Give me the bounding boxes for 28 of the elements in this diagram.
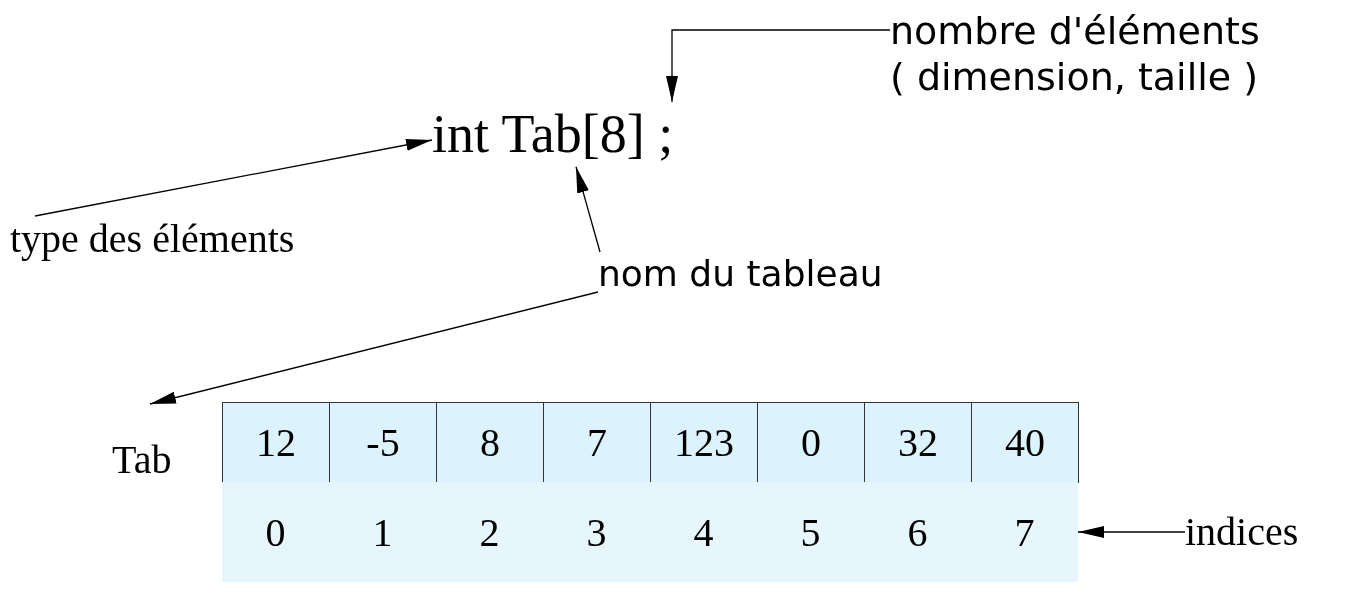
array-cell: 40 bbox=[971, 402, 1079, 483]
arrow bbox=[1077, 526, 1186, 538]
index-number: 5 bbox=[757, 507, 864, 557]
array-cell: 123 bbox=[650, 402, 758, 483]
array-name: Tab bbox=[112, 404, 172, 516]
index-number: 3 bbox=[543, 507, 650, 557]
code-declaration: int Tab[8] ; bbox=[432, 102, 674, 167]
arrow bbox=[666, 29, 891, 103]
array-cell: 12 bbox=[222, 402, 330, 483]
array-cell: 7 bbox=[543, 402, 651, 483]
index-band bbox=[222, 482, 1078, 582]
index-number: 6 bbox=[864, 507, 971, 557]
index-number: 0 bbox=[222, 507, 329, 557]
index-number: 4 bbox=[650, 507, 757, 557]
index-number: 1 bbox=[329, 507, 436, 557]
arrow bbox=[149, 291, 599, 405]
annotation-text: nom du tableau bbox=[598, 252, 883, 296]
annotation-text: indices bbox=[1185, 508, 1299, 556]
array-cell: 0 bbox=[757, 402, 865, 483]
arrow bbox=[575, 166, 601, 253]
index-number: 2 bbox=[436, 507, 543, 557]
arrow bbox=[34, 139, 433, 217]
array-cell: -5 bbox=[329, 402, 437, 483]
array-cell: 8 bbox=[436, 402, 544, 483]
annotation-text: nombre d'éléments ( dimension, taille ) bbox=[890, 8, 1330, 101]
annotation-text: type des éléments bbox=[10, 216, 295, 262]
array-cell: 32 bbox=[864, 402, 972, 483]
index-number: 7 bbox=[971, 507, 1078, 557]
